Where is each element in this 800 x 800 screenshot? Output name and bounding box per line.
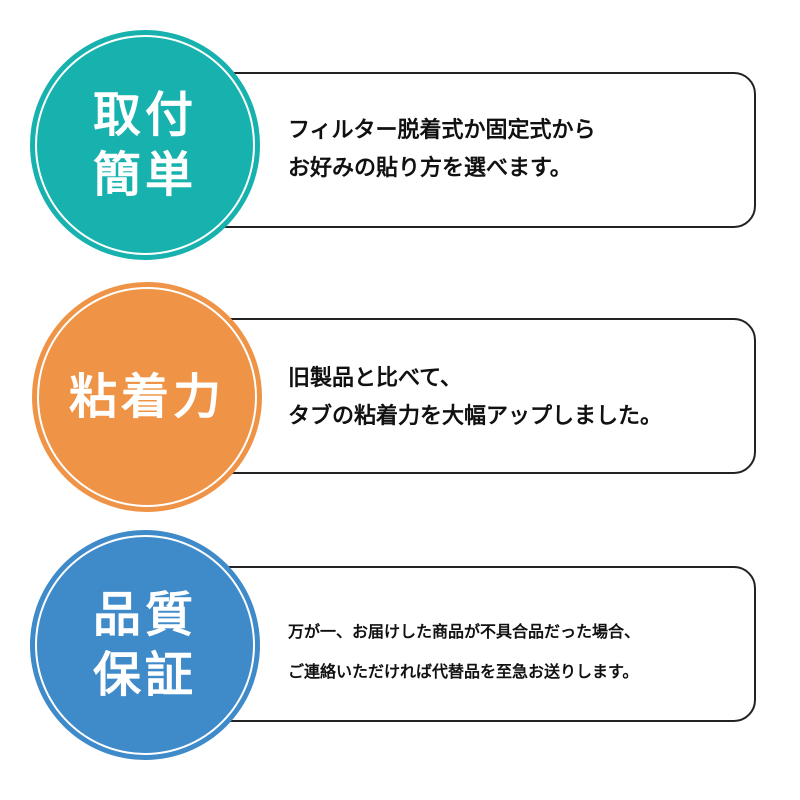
description-line: お好みの貼り方を選べます。 [288,156,572,181]
feature-description: 旧製品と比べて、 タブの粘着力を大幅アップしました。 [288,360,662,436]
badge-line: 品質 [92,587,197,643]
badge-line: 粘着力 [68,369,225,425]
feature-box [200,72,756,228]
feature-description: フィルター脱着式か固定式から お好みの貼り方を選べます。 [288,112,596,188]
feature-box [200,318,756,474]
description-line: 旧製品と比べて、 [288,366,463,391]
description-line: ご連絡いただければ代替品を至急お送りします。 [288,662,639,681]
badge-line: 簡単 [92,147,197,203]
feature-badge: 粘着力 [32,282,262,512]
badge-line: 取付 [92,87,197,143]
description-line: 万が一、お届けした商品が不具合品だった場合、 [288,622,641,641]
description-line: フィルター脱着式か固定式から [288,118,596,143]
description-line: タブの粘着力を大幅アップしました。 [288,404,663,429]
feature-badge: 品質 保証 [30,530,260,760]
feature-box [200,566,756,722]
feature-description: 万が一、お届けした商品が不具合品だった場合、 ご連絡いただければ代替品を至急お送… [288,612,640,692]
badge-line: 保証 [92,647,197,703]
feature-badge: 取付 簡単 [30,30,260,260]
